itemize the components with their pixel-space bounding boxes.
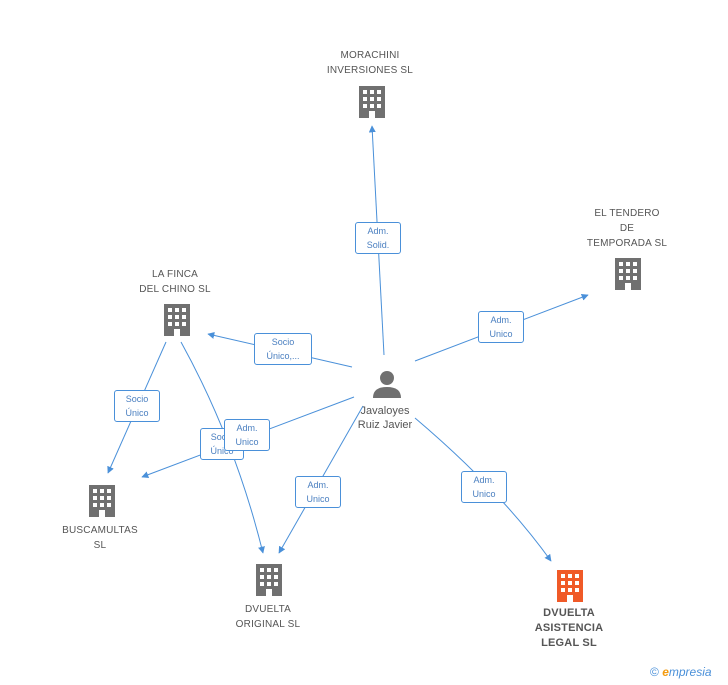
node-label-original: DVUELTA ORIGINAL SL [235,604,301,630]
edge-label-asistencia: Adm. Unico [461,471,507,503]
brand-name: mpresia [668,665,712,679]
edge-label-buscamultas-finca: Socio Único [114,390,160,422]
edge-label-original: Adm. Unico [295,476,341,508]
building-icon-asistencia [557,570,583,602]
edge-label-tendero: Adm. Unico [478,311,524,343]
building-icon-tendero [615,258,641,290]
building-icon-original [256,564,282,596]
edge-label-finca: Socio Único,... [254,333,312,365]
person-icon [373,371,401,398]
edge-label-buscamultas: Adm. Unico [224,419,270,451]
building-icon-morachini [359,86,385,118]
node-label-finca: LA FINCA DEL CHINO SL [139,269,211,295]
node-label-tendero: EL TENDERO DE TEMPORADA SL [586,208,668,249]
brand-e: e [662,665,669,679]
building-icon-finca [164,304,190,336]
node-label-asistencia: DVUELTA ASISTENCIA LEGAL SL [534,607,604,649]
copyright-icon: © [650,665,659,679]
person-label: Javaloyes Ruiz Javier [357,405,413,431]
node-label-buscamultas: BUSCAMULTAS SL [62,525,138,551]
brand-logo: © empresia [650,665,712,679]
edge-label-morachini: Adm. Solid. [355,222,401,254]
node-label-morachini: MORACHINI INVERSIONES SL [326,50,414,76]
building-icon-buscamultas [89,485,115,517]
